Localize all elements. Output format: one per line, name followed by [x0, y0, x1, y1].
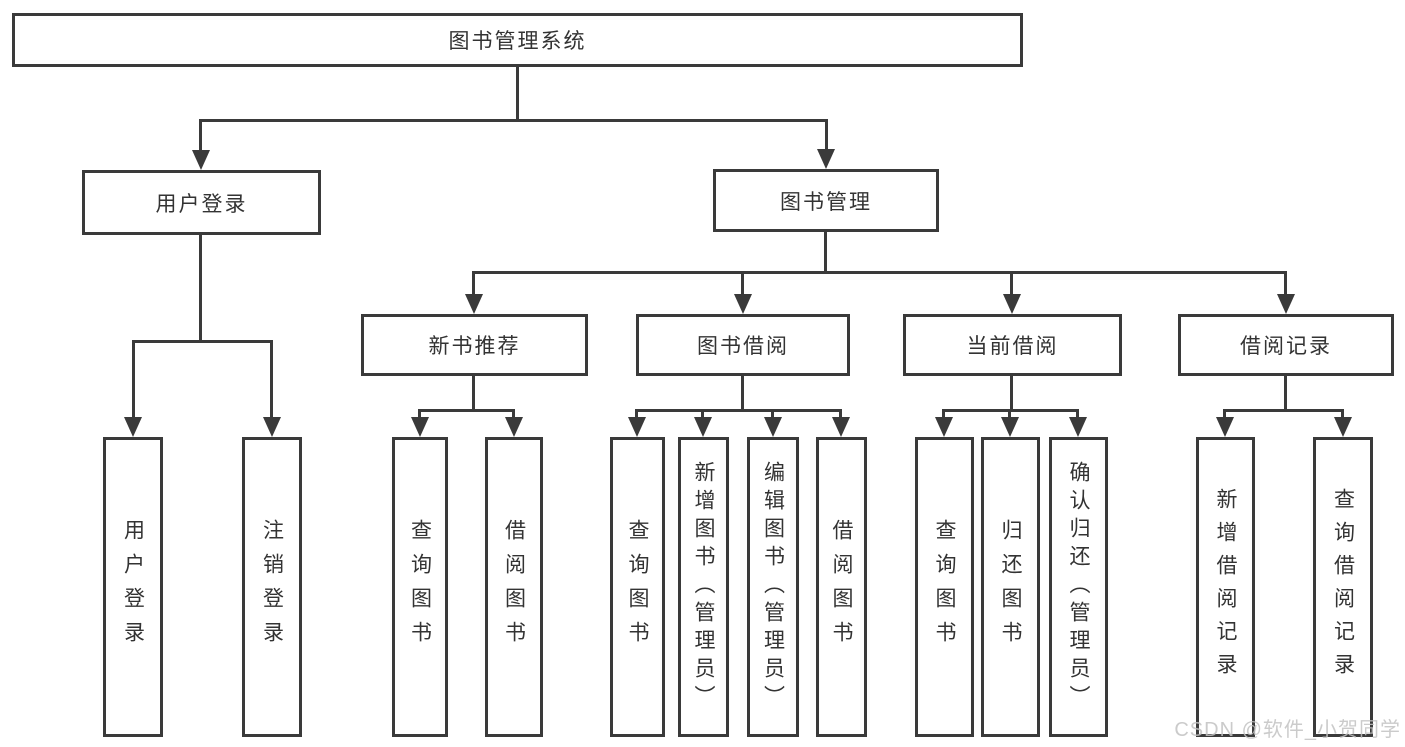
node-leaf-query-borrow-record: 查询借阅记录: [1313, 437, 1373, 737]
connector-line: [1223, 409, 1344, 412]
arrowhead-icon: [263, 417, 281, 437]
connector-line: [1010, 271, 1013, 294]
arrowhead-icon: [1216, 417, 1234, 437]
node-leaf-confirm-return-admin: 确认归还（管理员）: [1049, 437, 1108, 737]
node-new-book-recommend-label: 新书推荐: [428, 335, 521, 358]
arrowhead-icon: [832, 417, 850, 437]
connector-line: [1010, 376, 1013, 409]
connector-line: [1076, 409, 1079, 419]
node-leaf-query-books-current-label: 查询图书: [933, 519, 956, 655]
connector-line: [1284, 271, 1287, 294]
node-book-borrow: 图书借阅: [636, 314, 850, 376]
connector-line: [1008, 409, 1011, 419]
arrowhead-icon: [734, 294, 752, 314]
node-leaf-borrow-books: 借阅图书: [816, 437, 867, 737]
connector-line: [418, 409, 515, 412]
connector-line: [132, 340, 273, 343]
node-user-login: 用户登录: [82, 170, 321, 235]
connector-line: [132, 340, 135, 417]
arrowhead-icon: [764, 417, 782, 437]
node-leaf-return-books-label: 归还图书: [999, 519, 1022, 655]
connector-line: [512, 409, 515, 419]
arrowhead-icon: [1334, 417, 1352, 437]
arrowhead-icon: [465, 294, 483, 314]
connector-line: [199, 119, 202, 152]
arrowhead-icon: [694, 417, 712, 437]
node-book-management-label: 图书管理: [780, 190, 872, 214]
connector-line: [701, 409, 704, 419]
connector-line: [1341, 409, 1344, 419]
connector-line: [1284, 376, 1287, 409]
node-leaf-edit-books-admin-label: 编辑图书（管理员）: [761, 461, 785, 713]
node-leaf-logout: 注销登录: [242, 437, 302, 737]
connector-line: [418, 409, 421, 419]
node-leaf-edit-books-admin: 编辑图书（管理员）: [747, 437, 799, 737]
connector-line: [741, 376, 744, 409]
node-user-login-label: 用户登录: [155, 192, 248, 216]
node-borrow-records: 借阅记录: [1178, 314, 1394, 376]
node-leaf-borrow-books-recommend-label: 借阅图书: [502, 519, 526, 655]
connector-line: [472, 376, 475, 409]
node-leaf-user-login-label: 用户登录: [121, 519, 145, 655]
node-leaf-logout-label: 注销登录: [260, 519, 284, 655]
arrowhead-icon: [628, 417, 646, 437]
connector-line: [635, 409, 638, 419]
connector-line: [199, 235, 202, 340]
connector-line: [1223, 409, 1226, 419]
connector-line: [200, 119, 828, 122]
node-leaf-add-books-admin: 新增图书（管理员）: [678, 437, 729, 737]
connector-line: [824, 232, 827, 271]
node-leaf-query-books-recommend: 查询图书: [392, 437, 448, 737]
node-leaf-query-books-borrow: 查询图书: [610, 437, 665, 737]
node-root-label: 图书管理系统: [448, 30, 587, 53]
connector-line: [472, 271, 1287, 274]
connector-line: [270, 340, 273, 417]
connector-line: [825, 119, 828, 151]
connector-line: [741, 271, 744, 294]
node-leaf-borrow-books-recommend: 借阅图书: [485, 437, 543, 737]
node-book-management: 图书管理: [713, 169, 939, 232]
node-current-borrow-label: 当前借阅: [966, 335, 1059, 358]
arrowhead-icon: [1003, 294, 1021, 314]
arrowhead-icon: [411, 417, 429, 437]
arrowhead-icon: [192, 150, 210, 170]
node-root: 图书管理系统: [12, 13, 1023, 67]
node-leaf-confirm-return-admin-label: 确认归还（管理员）: [1067, 461, 1090, 713]
node-leaf-query-borrow-record-label: 查询借阅记录: [1331, 488, 1355, 686]
arrowhead-icon: [1001, 417, 1019, 437]
node-leaf-add-borrow-record-label: 新增借阅记录: [1214, 488, 1237, 686]
node-borrow-records-label: 借阅记录: [1240, 335, 1332, 358]
connector-line: [839, 409, 842, 419]
node-leaf-add-borrow-record: 新增借阅记录: [1196, 437, 1255, 737]
connector-line: [516, 67, 519, 119]
csdn-watermark: CSDN @软件_小贺同学: [1174, 719, 1401, 741]
node-leaf-query-books-recommend-label: 查询图书: [408, 519, 432, 655]
node-leaf-return-books: 归还图书: [981, 437, 1040, 737]
connector-line: [472, 271, 475, 294]
connector-line: [635, 409, 842, 412]
arrowhead-icon: [817, 149, 835, 169]
node-leaf-query-books-current: 查询图书: [915, 437, 974, 737]
arrowhead-icon: [1069, 417, 1087, 437]
node-new-book-recommend: 新书推荐: [361, 314, 588, 376]
node-current-borrow: 当前借阅: [903, 314, 1122, 376]
node-leaf-add-books-admin-label: 新增图书（管理员）: [692, 461, 715, 713]
arrowhead-icon: [505, 417, 523, 437]
node-book-borrow-label: 图书借阅: [697, 335, 789, 358]
node-leaf-user-login: 用户登录: [103, 437, 163, 737]
connector-line: [771, 409, 774, 419]
arrowhead-icon: [124, 417, 142, 437]
node-leaf-query-books-borrow-label: 查询图书: [626, 519, 649, 655]
arrowhead-icon: [935, 417, 953, 437]
arrowhead-icon: [1277, 294, 1295, 314]
connector-line: [942, 409, 945, 419]
node-leaf-borrow-books-label: 借阅图书: [830, 519, 853, 655]
